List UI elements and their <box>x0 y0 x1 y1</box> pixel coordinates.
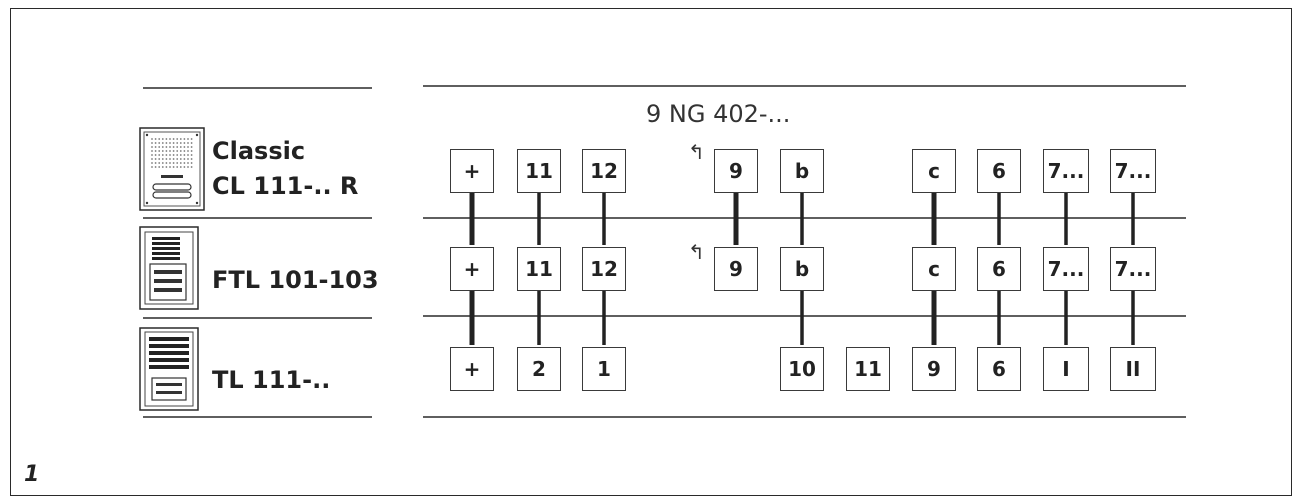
device-classic-name: Classic <box>212 137 306 165</box>
terminal: + <box>450 347 494 391</box>
terminal: 9 <box>912 347 956 391</box>
device-tl-name: TL 111-.. <box>212 366 331 394</box>
device-classic-model: CL 111-.. R <box>212 172 359 200</box>
device-ftl-name: FTL 101-103 <box>212 266 379 294</box>
terminal: 1 <box>582 347 626 391</box>
terminal: + <box>450 247 494 291</box>
terminal: b <box>780 149 824 193</box>
classic-panel-icon <box>139 127 205 211</box>
terminal: 6 <box>977 347 1021 391</box>
terminal: 7... <box>1043 149 1089 193</box>
terminal: 11 <box>517 247 561 291</box>
terminal: 6 <box>977 149 1021 193</box>
terminal: II <box>1110 347 1156 391</box>
tl-panel-icon <box>139 327 199 411</box>
arrow-icon: ↰ <box>688 240 705 264</box>
figure-frame <box>10 8 1292 496</box>
terminal: c <box>912 149 956 193</box>
terminal: 2 <box>517 347 561 391</box>
terminal: 12 <box>582 247 626 291</box>
terminal: b <box>780 247 824 291</box>
terminal: 11 <box>517 149 561 193</box>
terminal: I <box>1043 347 1089 391</box>
header-label: 9 NG 402-... <box>646 100 791 128</box>
ftl-panel-icon <box>139 226 199 310</box>
terminal: 12 <box>582 149 626 193</box>
terminal: 7... <box>1110 149 1156 193</box>
terminal: 7... <box>1043 247 1089 291</box>
terminal: 11 <box>846 347 890 391</box>
arrow-icon: ↰ <box>688 140 705 164</box>
terminal: 9 <box>714 247 758 291</box>
terminal: 6 <box>977 247 1021 291</box>
terminal: 9 <box>714 149 758 193</box>
terminal: 10 <box>780 347 824 391</box>
terminal: c <box>912 247 956 291</box>
terminal: + <box>450 149 494 193</box>
terminal: 7... <box>1110 247 1156 291</box>
figure-number: 1 <box>24 462 40 487</box>
